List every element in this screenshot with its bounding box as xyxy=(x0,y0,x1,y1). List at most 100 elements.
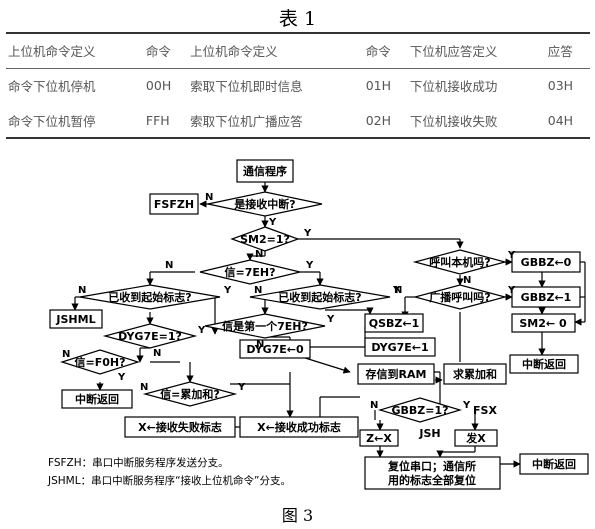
xin7e-decision xyxy=(199,259,301,285)
header-cell: 下位机应答定义 xyxy=(407,32,546,69)
branch-n: N xyxy=(255,249,263,260)
header-cell: 应答 xyxy=(545,32,590,69)
interrupt-decision xyxy=(207,191,323,217)
header-cell: 命令 xyxy=(143,32,189,69)
legend-line-1: FSFZH：串口中断服务程序发送分支。 xyxy=(48,456,229,469)
branch-y: Y xyxy=(223,285,232,296)
branch-n: N xyxy=(153,348,161,359)
xinf0h-label: 信=F0H? xyxy=(75,355,126,369)
table-cell: 下位机接收成功 xyxy=(409,79,498,95)
branch-y: Y xyxy=(326,314,335,325)
branch-n: N xyxy=(62,349,70,360)
int-return-label-2: 中断返回 xyxy=(75,392,119,406)
fsx-label: FSX xyxy=(473,404,497,417)
send-x-box xyxy=(454,429,498,447)
int-return-label-1: 中断返回 xyxy=(522,357,566,371)
branch-y: Y xyxy=(197,325,206,336)
branch-y: Y xyxy=(237,382,246,393)
reset-box xyxy=(364,456,501,490)
branch-y: Y xyxy=(117,372,126,383)
header-cell: 命令 xyxy=(363,32,408,69)
branch-markers: N Y Y N Y N N Y Y N N Y N Y Y N Y N N Y … xyxy=(62,192,516,411)
int-return-box-2 xyxy=(61,389,133,409)
sm2-decision xyxy=(230,226,300,252)
int-return-box-3 xyxy=(519,453,589,475)
figure-label: 图 3 xyxy=(281,506,314,525)
dyg7e0-box xyxy=(239,339,311,359)
table-row: 命令下位机暂停 FFH 索取下位机广播应答 02H 下位机接收失败 04H xyxy=(6,103,590,139)
recv-fail-box xyxy=(124,416,236,438)
flow-labels: 通信程序 FSFZH 是接收中断? SM2=1? 呼叫本机吗? GBBZ←0 信… xyxy=(55,164,576,487)
branch-n: N xyxy=(140,382,148,393)
qsbz1-label: QSBZ←1 xyxy=(369,317,420,330)
communication-flowchart: 通信程序 FSFZH 是接收中断? SM2=1? 呼叫本机吗? GBBZ←0 信… xyxy=(47,159,589,490)
branch-y: Y xyxy=(392,285,401,296)
legend-line-2: JSHML：串口中断服务程序“接收上位机命令”分支。 xyxy=(47,474,291,487)
table-cell: 命令下位机停机 xyxy=(8,79,96,95)
jshml-label: JSHML xyxy=(55,313,95,326)
z-x-label: Z←X xyxy=(366,432,392,445)
xinf0h-decision xyxy=(60,349,140,375)
flow-shapes xyxy=(49,159,589,490)
sm2-0-box xyxy=(511,313,576,333)
broadcast-decision xyxy=(412,284,508,310)
header-cell: 上位机命令定义 xyxy=(6,32,144,69)
call-decision xyxy=(412,249,508,275)
start-flag-decision-2 xyxy=(249,284,391,310)
interrupt-label: 是接收中断? xyxy=(233,197,295,211)
branch-n: N xyxy=(165,260,173,271)
dyg7e1-box xyxy=(364,337,436,357)
xin7e-label: 信=7EH? xyxy=(225,265,276,279)
gbbz1-label: GBBZ←1 xyxy=(521,291,572,304)
branch-n: N xyxy=(394,285,402,296)
start-flag-decision-1 xyxy=(79,284,221,310)
dyg7e0-label: DYG7E←0 xyxy=(246,343,304,356)
table-cell: 00H xyxy=(145,78,172,94)
start-label: 通信程序 xyxy=(243,164,287,178)
branch-n: N xyxy=(370,400,378,411)
branch-n: N xyxy=(254,285,262,296)
branch-n: N xyxy=(78,285,86,296)
branch-n: N xyxy=(205,192,213,203)
jsh-label: JSH xyxy=(418,427,440,440)
header-cell: 上位机命令定义 xyxy=(188,32,364,69)
start-flag-label-1: 已收到起始标志? xyxy=(108,290,191,304)
branch-y: Y xyxy=(507,285,516,296)
table-cell: 下位机接收失败 xyxy=(407,103,546,139)
table-cell: 索取下位机广播应答 xyxy=(188,103,364,139)
gbbz-decision xyxy=(377,397,463,423)
table-cell: FFH xyxy=(143,103,189,139)
branch-n: N xyxy=(256,339,264,350)
dyg7e-decision xyxy=(102,323,198,349)
flow-legend: FSFZH：串口中断服务程序发送分支。 JSHML：串口中断服务程序“接收上位机… xyxy=(47,456,291,487)
int-return-label-3: 中断返回 xyxy=(532,457,576,471)
recv-fail-label: X←接收失败标志 xyxy=(138,420,222,434)
table-cell: 索取下位机即时信息 xyxy=(190,79,303,95)
fsfzh-label: FSFZH xyxy=(154,198,194,211)
call-label: 呼叫本机吗? xyxy=(429,255,490,269)
store-ram-label: 存信到RAM xyxy=(366,367,427,381)
table-title: 表 1 xyxy=(278,8,317,30)
z-x-box xyxy=(359,429,399,447)
table-row: 命令下位机停机 00H 索取下位机即时信息 01H 下位机接收成功 03H xyxy=(6,68,590,103)
sm2-0-label: SM2← 0 xyxy=(519,317,567,330)
sm2-label: SM2=1? xyxy=(240,233,290,246)
dyg7e-q-label: DYG7E=1? xyxy=(118,330,182,343)
broadcast-label: 广播呼叫吗? xyxy=(429,290,490,304)
first7e-label: 信是第一个7EH? xyxy=(222,319,308,333)
branch-y: Y xyxy=(507,250,516,261)
branch-y: Y xyxy=(303,228,312,239)
table-cell: 01H xyxy=(365,78,391,94)
gbbz0-box xyxy=(511,251,581,273)
branch-n: N xyxy=(463,275,471,286)
table-cell: 02H xyxy=(363,103,408,139)
recv-ok-box xyxy=(239,416,359,438)
command-table: 上位机命令定义 命令 上位机命令定义 命令 下位机应答定义 应答 命令下位机停机… xyxy=(6,32,590,139)
xin-sum-label: 信=累加和? xyxy=(160,387,220,401)
accumulate-label: 求累加和 xyxy=(453,367,497,381)
recv-ok-label: X←接收成功标志 xyxy=(257,420,341,434)
branch-y: Y xyxy=(305,260,314,271)
table-header-row: 上位机命令定义 命令 上位机命令定义 命令 下位机应答定义 应答 xyxy=(6,32,590,69)
store-ram-box xyxy=(357,363,435,385)
reset-label-line1: 复位串口；通信所 xyxy=(387,459,476,473)
